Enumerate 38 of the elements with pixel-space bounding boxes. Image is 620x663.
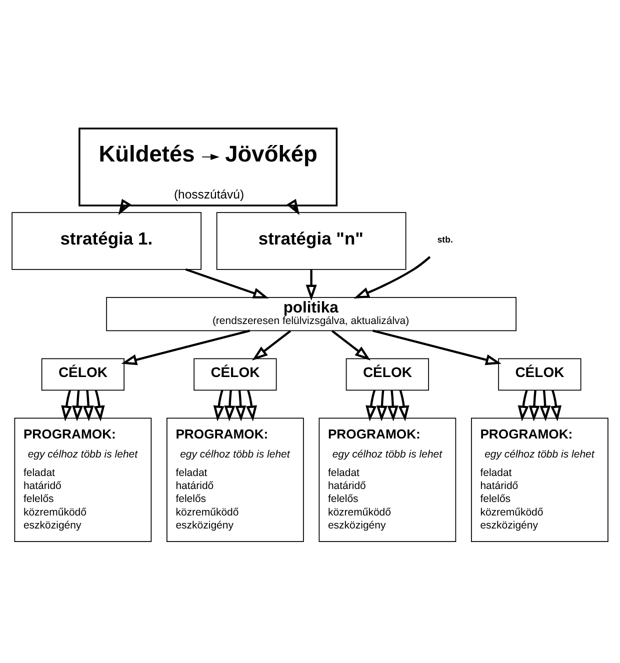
node-text: Jövőkép xyxy=(225,140,318,167)
arrow xyxy=(372,330,502,366)
arrow xyxy=(398,390,410,422)
arrow xyxy=(61,390,72,422)
node-box: PROGRAMOK: egy célhoz több is lehet feladat határidő felelős közreműködő eszközigény xyxy=(166,418,304,542)
arrow xyxy=(331,330,371,361)
arrow xyxy=(518,390,529,422)
node-box: CÉLOK xyxy=(346,358,429,391)
node-box: PROGRAMOK: egy célhoz több is lehet feladat határidő felelős közreműködő eszközigény xyxy=(471,418,608,542)
arrow xyxy=(354,256,431,299)
arrow xyxy=(72,390,84,422)
arrow xyxy=(202,154,220,160)
node-box: PROGRAMOK: egy célhoz több is lehet feladat határidő felelős közreműködő eszközigény xyxy=(318,418,456,542)
arrow xyxy=(213,390,224,422)
arrow xyxy=(550,390,562,422)
arrow xyxy=(387,390,398,422)
arrow xyxy=(185,268,269,298)
node-box: politika (rendszeresen felülvizsgálva, aktualizálva) xyxy=(106,296,516,332)
node-box: stratégia "n" xyxy=(216,212,406,270)
arrow xyxy=(224,390,236,422)
node-box: PROGRAMOK: egy célhoz több is lehet feladat határidő felelős közreműködő eszközigény xyxy=(14,418,152,542)
arrow xyxy=(540,390,551,422)
arrow xyxy=(246,390,258,422)
node-text: stb. xyxy=(437,234,453,244)
node-box: CÉLOK xyxy=(41,358,124,391)
arrow xyxy=(306,270,317,301)
arrow xyxy=(235,390,246,422)
arrow xyxy=(528,390,540,422)
arrow xyxy=(252,330,292,361)
arrow xyxy=(94,390,105,422)
arrow xyxy=(82,390,94,422)
arrow xyxy=(121,330,250,366)
node-box: CÉLOK xyxy=(194,358,277,391)
arrow xyxy=(366,390,377,422)
node-box: stratégia 1. xyxy=(12,212,202,270)
node-box: CÉLOK xyxy=(498,358,582,391)
node-text: Küldetés xyxy=(98,140,195,167)
arrow xyxy=(376,390,388,422)
